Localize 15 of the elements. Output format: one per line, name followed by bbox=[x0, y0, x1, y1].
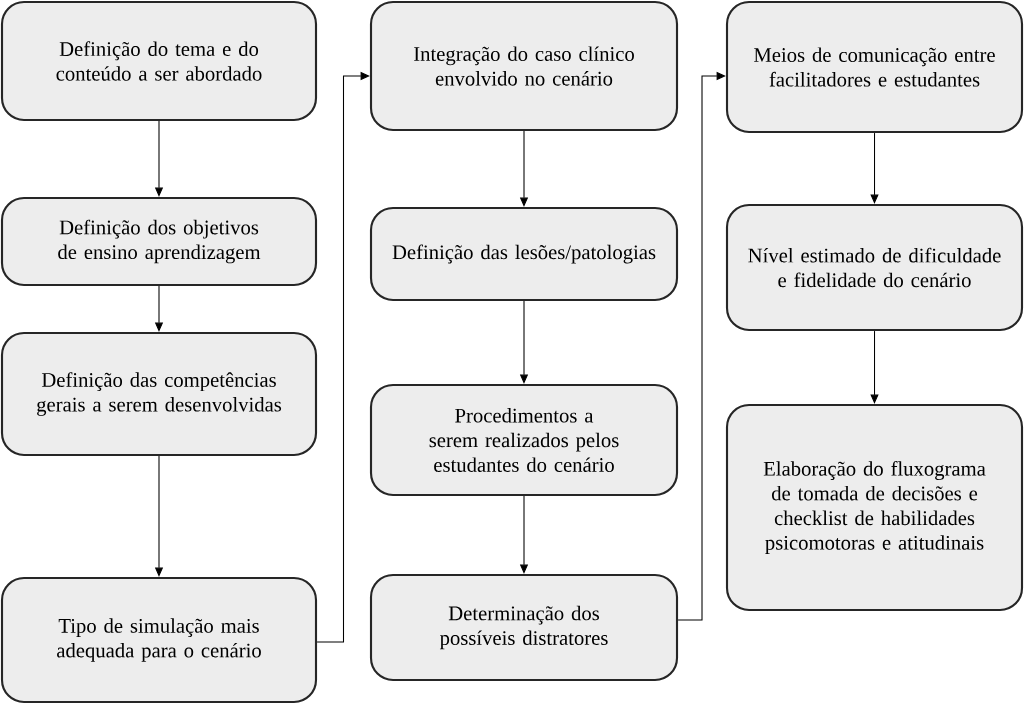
process-box: Definição dos objetivos de ensino aprendizagem bbox=[0, 196, 318, 287]
process-box: Definição das lesões/patologias bbox=[369, 206, 679, 302]
process-box: Definição das competências gerais a serem desenvolvidas bbox=[0, 331, 318, 457]
arrow bbox=[870, 132, 879, 204]
process-box: Tipo de simulação mais adequada para o cenário bbox=[0, 576, 318, 704]
process-box: Definição do tema e do conteúdo a ser abordado bbox=[0, 0, 318, 122]
arrow bbox=[870, 330, 879, 404]
process-box: Procedimentos a serem realizados pelos estudantes do cenário bbox=[369, 383, 679, 497]
process-box: Integração do caso clínico envolvido no cenário bbox=[369, 0, 679, 132]
arrow bbox=[677, 71, 726, 621]
process-box: Elaboração do fluxograma de tomada de decisões e checklist de habilidades psicomotoras e atitudinais bbox=[725, 403, 1024, 612]
process-box: Meios de comunicação entre facilitadores e estudantes bbox=[725, 0, 1024, 134]
process-box: Determinação dos possíveis distratores bbox=[369, 573, 679, 682]
process-box: Nível estimado de dificuldade e fidelidade do cenário bbox=[725, 203, 1024, 332]
arrow bbox=[316, 71, 370, 643]
